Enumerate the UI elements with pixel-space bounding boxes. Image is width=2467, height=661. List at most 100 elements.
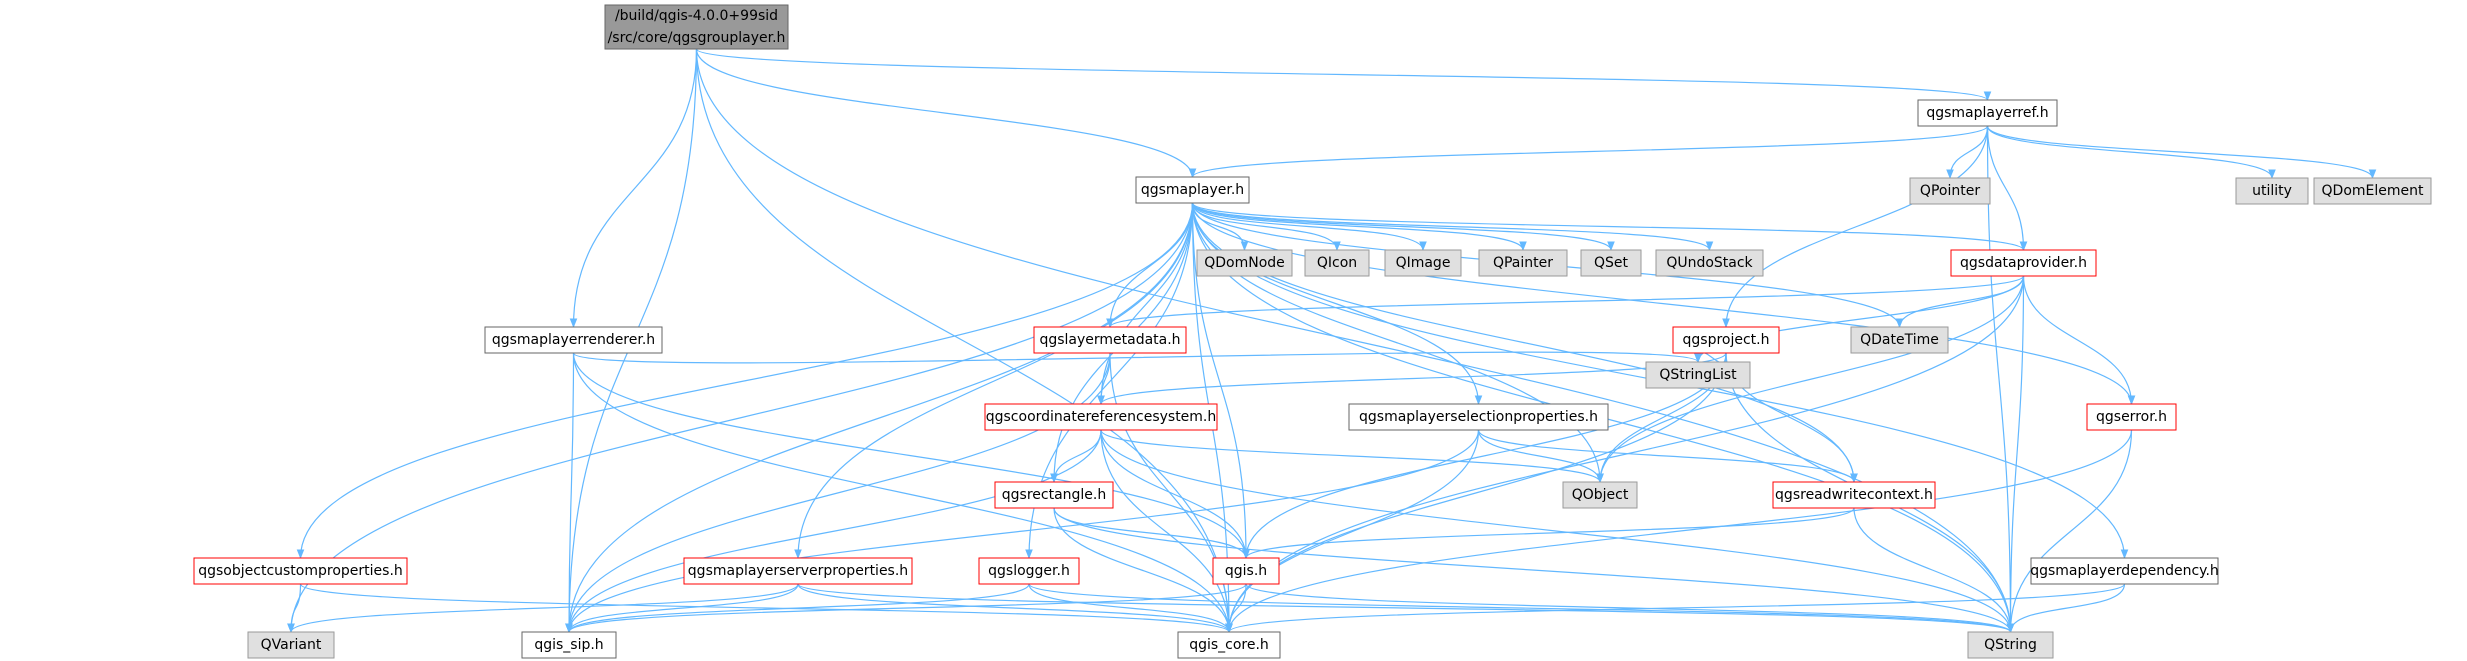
- node-label: qgsmaplayerref.h: [1926, 105, 2048, 121]
- edge-maplayerref-to-dataprovider: [1986, 125, 2028, 251]
- node-crs[interactable]: qgscoordinatereferencesystem.h: [984, 403, 1218, 431]
- node-box[interactable]: [193, 557, 408, 585]
- edge-crs-to-qobject: [1100, 429, 1604, 483]
- node-rectangle[interactable]: qgsrectangle.h: [994, 481, 1114, 509]
- node-label: qgsmaplayerselectionproperties.h: [1359, 409, 1598, 425]
- node-box[interactable]: [484, 326, 663, 354]
- node-label: qgsrectangle.h: [1002, 487, 1106, 503]
- node-error[interactable]: qgserror.h: [2086, 403, 2177, 431]
- edge-maplayerref-to-utility: [1986, 125, 2276, 179]
- edge-rectangle-to-qgis_core: [1053, 507, 1233, 633]
- node-box[interactable]: [1033, 326, 1187, 354]
- node-box[interactable]: [604, 4, 789, 50]
- node-box[interactable]: [521, 631, 617, 659]
- node-box[interactable]: [1672, 326, 1780, 354]
- node-maplayerdependency[interactable]: qgsmaplayerdependency.h: [2030, 557, 2219, 585]
- node-label: utility: [2252, 183, 2292, 199]
- node-box[interactable]: [1135, 176, 1250, 204]
- node-qpainter: QPainter: [1478, 249, 1568, 277]
- edge-maplayer-to-layermetadata: [1106, 202, 1194, 328]
- node-box[interactable]: [1348, 403, 1609, 431]
- node-label: qgscoordinatereferencesystem.h: [986, 409, 1217, 425]
- node-label: qgslogger.h: [988, 563, 1070, 579]
- edge-root-to-maplayer: [695, 48, 1197, 178]
- node-box[interactable]: [978, 557, 1080, 585]
- node-logger[interactable]: qgslogger.h: [978, 557, 1080, 585]
- edge-maplayerref-to-qpointer: [1946, 125, 1989, 179]
- node-maplayerrenderer[interactable]: qgsmaplayerrenderer.h: [484, 326, 663, 354]
- edge-maplayer-to-qobject: [1191, 202, 1604, 483]
- edge-maplayer-to-qpainter: [1191, 202, 1527, 251]
- edge-selectionprops-to-readwritecontext: [1477, 429, 1858, 483]
- node-box: [1909, 177, 1991, 205]
- node-box: [1645, 361, 1751, 389]
- edge-dataprovider-to-layermetadata: [1106, 275, 2025, 328]
- edge-maplayerdependency-to-qgis_core: [1225, 583, 2126, 633]
- node-qgis_sip[interactable]: qgis_sip.h: [521, 631, 617, 659]
- node-serverprops[interactable]: qgsmaplayerserverproperties.h: [683, 557, 913, 585]
- node-qicon: QIcon: [1304, 249, 1370, 277]
- edge-maplayer-to-qgis_sip: [565, 202, 1194, 633]
- node-label: qgserror.h: [2096, 409, 2167, 425]
- node-box[interactable]: [2086, 403, 2177, 431]
- node-objcustomprops[interactable]: qgsobjectcustomproperties.h: [193, 557, 408, 585]
- node-label: qgsmaplayerrenderer.h: [492, 332, 655, 348]
- node-label: /build/qgis-4.0.0+99sid: [615, 8, 778, 24]
- node-box[interactable]: [1772, 481, 1936, 509]
- node-label: qgsproject.h: [1683, 332, 1770, 348]
- node-qgis_core[interactable]: qgis_core.h: [1177, 631, 1281, 659]
- node-project[interactable]: qgsproject.h: [1672, 326, 1780, 354]
- node-box[interactable]: [984, 403, 1218, 431]
- node-box: [1304, 249, 1370, 277]
- edge-project-to-qgis: [1242, 352, 1727, 559]
- node-box[interactable]: [2030, 557, 2219, 585]
- node-box: [1196, 249, 1293, 277]
- node-box[interactable]: [1177, 631, 1281, 659]
- node-dataprovider[interactable]: qgsdataprovider.h: [1950, 249, 2097, 277]
- edge-maplayer-to-dataprovider: [1191, 202, 2028, 251]
- node-label: qgis_core.h: [1189, 637, 1269, 653]
- node-box[interactable]: [1917, 99, 2058, 127]
- edge-error-to-qstring: [2006, 429, 2133, 633]
- node-label: QSet: [1594, 255, 1629, 271]
- node-label: QImage: [1396, 255, 1451, 271]
- edge-objcustomprops-to-qgis_core: [299, 583, 1233, 633]
- node-label: QPainter: [1493, 255, 1553, 271]
- node-qpointer: QPointer: [1909, 177, 1991, 205]
- node-qstringlist: QStringList: [1645, 361, 1751, 389]
- node-qimage: QImage: [1384, 249, 1462, 277]
- edge-readwritecontext-to-qgis: [1242, 507, 1855, 559]
- node-box[interactable]: [1212, 557, 1280, 585]
- node-layermetadata[interactable]: qgslayermetadata.h: [1033, 326, 1187, 354]
- node-label: qgsreadwritecontext.h: [1775, 487, 1933, 503]
- node-root[interactable]: /build/qgis-4.0.0+99sid/src/core/qgsgrou…: [604, 4, 789, 50]
- node-qdomnode: QDomNode: [1196, 249, 1293, 277]
- node-qgis[interactable]: qgis.h: [1212, 557, 1280, 585]
- node-selectionprops[interactable]: qgsmaplayerselectionproperties.h: [1348, 403, 1609, 431]
- node-box[interactable]: [1950, 249, 2097, 277]
- edge-crs-to-qgis_core: [1100, 429, 1233, 633]
- node-maplayerref[interactable]: qgsmaplayerref.h: [1917, 99, 2058, 127]
- node-box: [1580, 249, 1642, 277]
- edge-maplayerref-to-project: [1722, 125, 1989, 328]
- edge-maplayerrenderer-to-qgis_sip: [565, 352, 575, 633]
- edge-maplayerrenderer-to-qgis_core: [572, 352, 1233, 633]
- node-box[interactable]: [994, 481, 1114, 509]
- edge-maplayerref-to-qstring: [1986, 125, 2015, 633]
- edge-project-to-crs: [1097, 352, 1727, 405]
- edge-maplayerdependency-to-qstring: [2006, 583, 2126, 633]
- edge-root-to-qgis_core: [695, 48, 1233, 633]
- edge-maplayer-to-qgis: [1191, 202, 1250, 559]
- node-maplayer[interactable]: qgsmaplayer.h: [1135, 176, 1250, 204]
- node-label: QVariant: [261, 637, 322, 653]
- edge-crs-to-rectangle: [1050, 429, 1102, 483]
- nodes-layer: /build/qgis-4.0.0+99sid/src/core/qgsgrou…: [193, 4, 2432, 659]
- edge-logger-to-qgis_core: [1028, 583, 1233, 633]
- edge-qgis-to-qgis_sip: [565, 583, 1247, 633]
- edge-selectionprops-to-qgis_core: [1225, 429, 1480, 633]
- node-readwritecontext[interactable]: qgsreadwritecontext.h: [1772, 481, 1936, 509]
- edge-maplayerref-to-qdomelement: [1986, 125, 2377, 179]
- edge-dataprovider-to-error: [2022, 275, 2136, 405]
- node-box[interactable]: [683, 557, 913, 585]
- node-box: [2235, 177, 2309, 205]
